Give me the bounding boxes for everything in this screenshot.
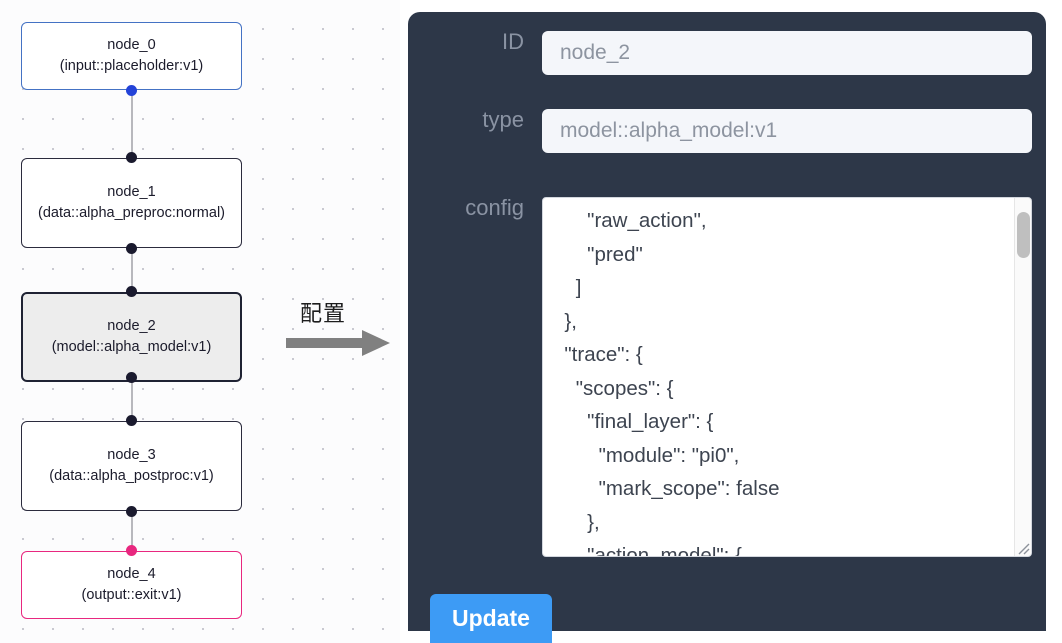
edge-node2-node3 [131,377,133,421]
edge-node3-node4 [131,511,133,551]
graph-node-node_4[interactable]: node_4 (output::exit:v1) [21,551,242,619]
edge-node0-node1 [131,90,133,158]
type-input[interactable]: model::alpha_model:v1 [542,109,1032,153]
config-scrollbar[interactable] [1014,198,1031,556]
graph-node-node_1[interactable]: node_1 (data::alpha_preproc:normal) [21,158,242,248]
id-field-label: ID [502,29,524,54]
node-handle-input-node_4[interactable] [126,545,137,556]
graph-node-id: node_3 [107,447,156,464]
node-handle-input-node_3[interactable] [126,415,137,426]
node-handle-output-node_0[interactable] [126,85,137,96]
field-row-id: ID node_2 [422,31,1032,75]
id-input[interactable]: node_2 [542,31,1032,75]
node-config-panel: ID node_2 type model::alpha_model:v1 con… [408,12,1046,643]
graph-node-node_0[interactable]: node_0 (input::placeholder:v1) [21,22,242,90]
graph-node-node_3[interactable]: node_3 (data::alpha_postproc:v1) [21,421,242,511]
graph-node-type: (data::alpha_postproc:v1) [49,468,214,484]
graph-node-type: (data::alpha_preproc:normal) [38,205,225,221]
node-handle-output-node_1[interactable] [126,243,137,254]
field-row-config: config "raw_action", "pred" ] }, "trace"… [422,197,1032,557]
config-field-label: config [465,195,524,220]
graph-canvas[interactable]: node_0 (input::placeholder:v1) node_1 (d… [0,0,400,643]
config-textarea-wrapper: "raw_action", "pred" ] }, "trace": { "sc… [542,197,1032,557]
config-textarea[interactable]: "raw_action", "pred" ] }, "trace": { "sc… [542,197,1032,557]
config-scrollbar-thumb[interactable] [1017,212,1030,258]
graph-node-node_2[interactable]: node_2 (model::alpha_model:v1) [21,292,242,382]
node-handle-output-node_3[interactable] [126,506,137,517]
edge-node1-node2 [131,248,133,292]
node-handle-output-node_2[interactable] [126,372,137,383]
right-arrow-icon [286,330,390,356]
graph-node-id: node_1 [107,184,156,201]
resize-handle-icon[interactable] [1014,539,1030,555]
node-handle-input-node_1[interactable] [126,152,137,163]
graph-node-id: node_2 [107,318,156,335]
graph-node-type: (output::exit:v1) [81,587,182,603]
field-row-type: type model::alpha_model:v1 [422,109,1032,153]
transition-label: 配置 [300,302,347,327]
graph-node-type: (model::alpha_model:v1) [51,339,212,355]
graph-node-id: node_0 [107,37,156,54]
update-button[interactable]: Update [430,594,552,643]
transition-annotation: 配置 [286,296,396,360]
type-field-label: type [482,107,524,132]
graph-node-id: node_4 [107,566,156,583]
graph-node-type: (input::placeholder:v1) [59,58,204,74]
node-handle-input-node_2[interactable] [126,286,137,297]
